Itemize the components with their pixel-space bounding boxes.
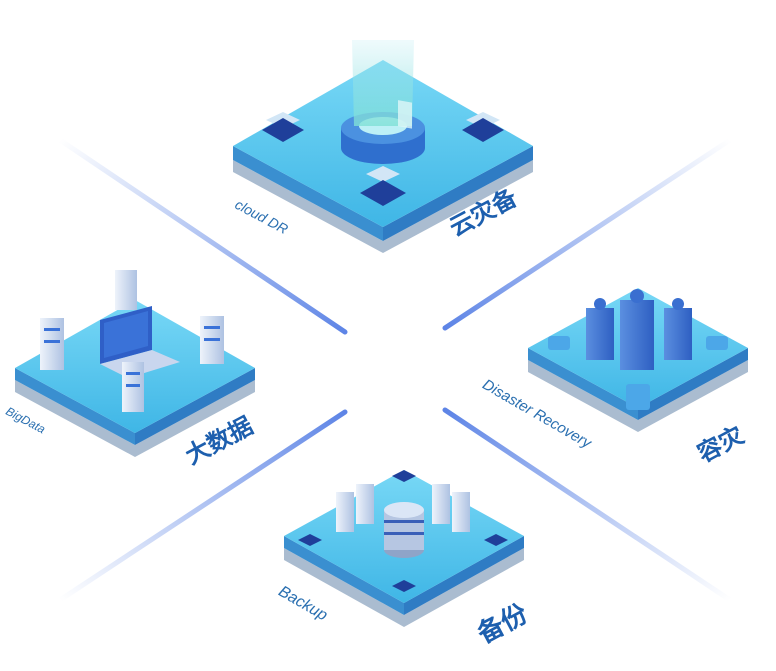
connector-lines: [57, 137, 733, 603]
cloud-dr-platform: [233, 40, 533, 253]
server-cluster-icon: [40, 270, 224, 412]
backup-platform: [284, 470, 524, 627]
chip-icon: [262, 112, 304, 142]
chip-icon: [462, 112, 504, 142]
connector-line-ne: [442, 137, 733, 331]
database-backup-icon: [298, 470, 508, 592]
disaster-recovery-platform: [528, 288, 748, 432]
locked-server-icon: [548, 289, 728, 410]
cloud-dr-icon: [341, 40, 425, 164]
connector-line-se: [442, 407, 733, 603]
bigdata-platform: [15, 270, 255, 457]
connector-line-sw: [57, 409, 348, 603]
chip-icon: [360, 166, 406, 206]
connector-line-nw: [57, 137, 348, 335]
